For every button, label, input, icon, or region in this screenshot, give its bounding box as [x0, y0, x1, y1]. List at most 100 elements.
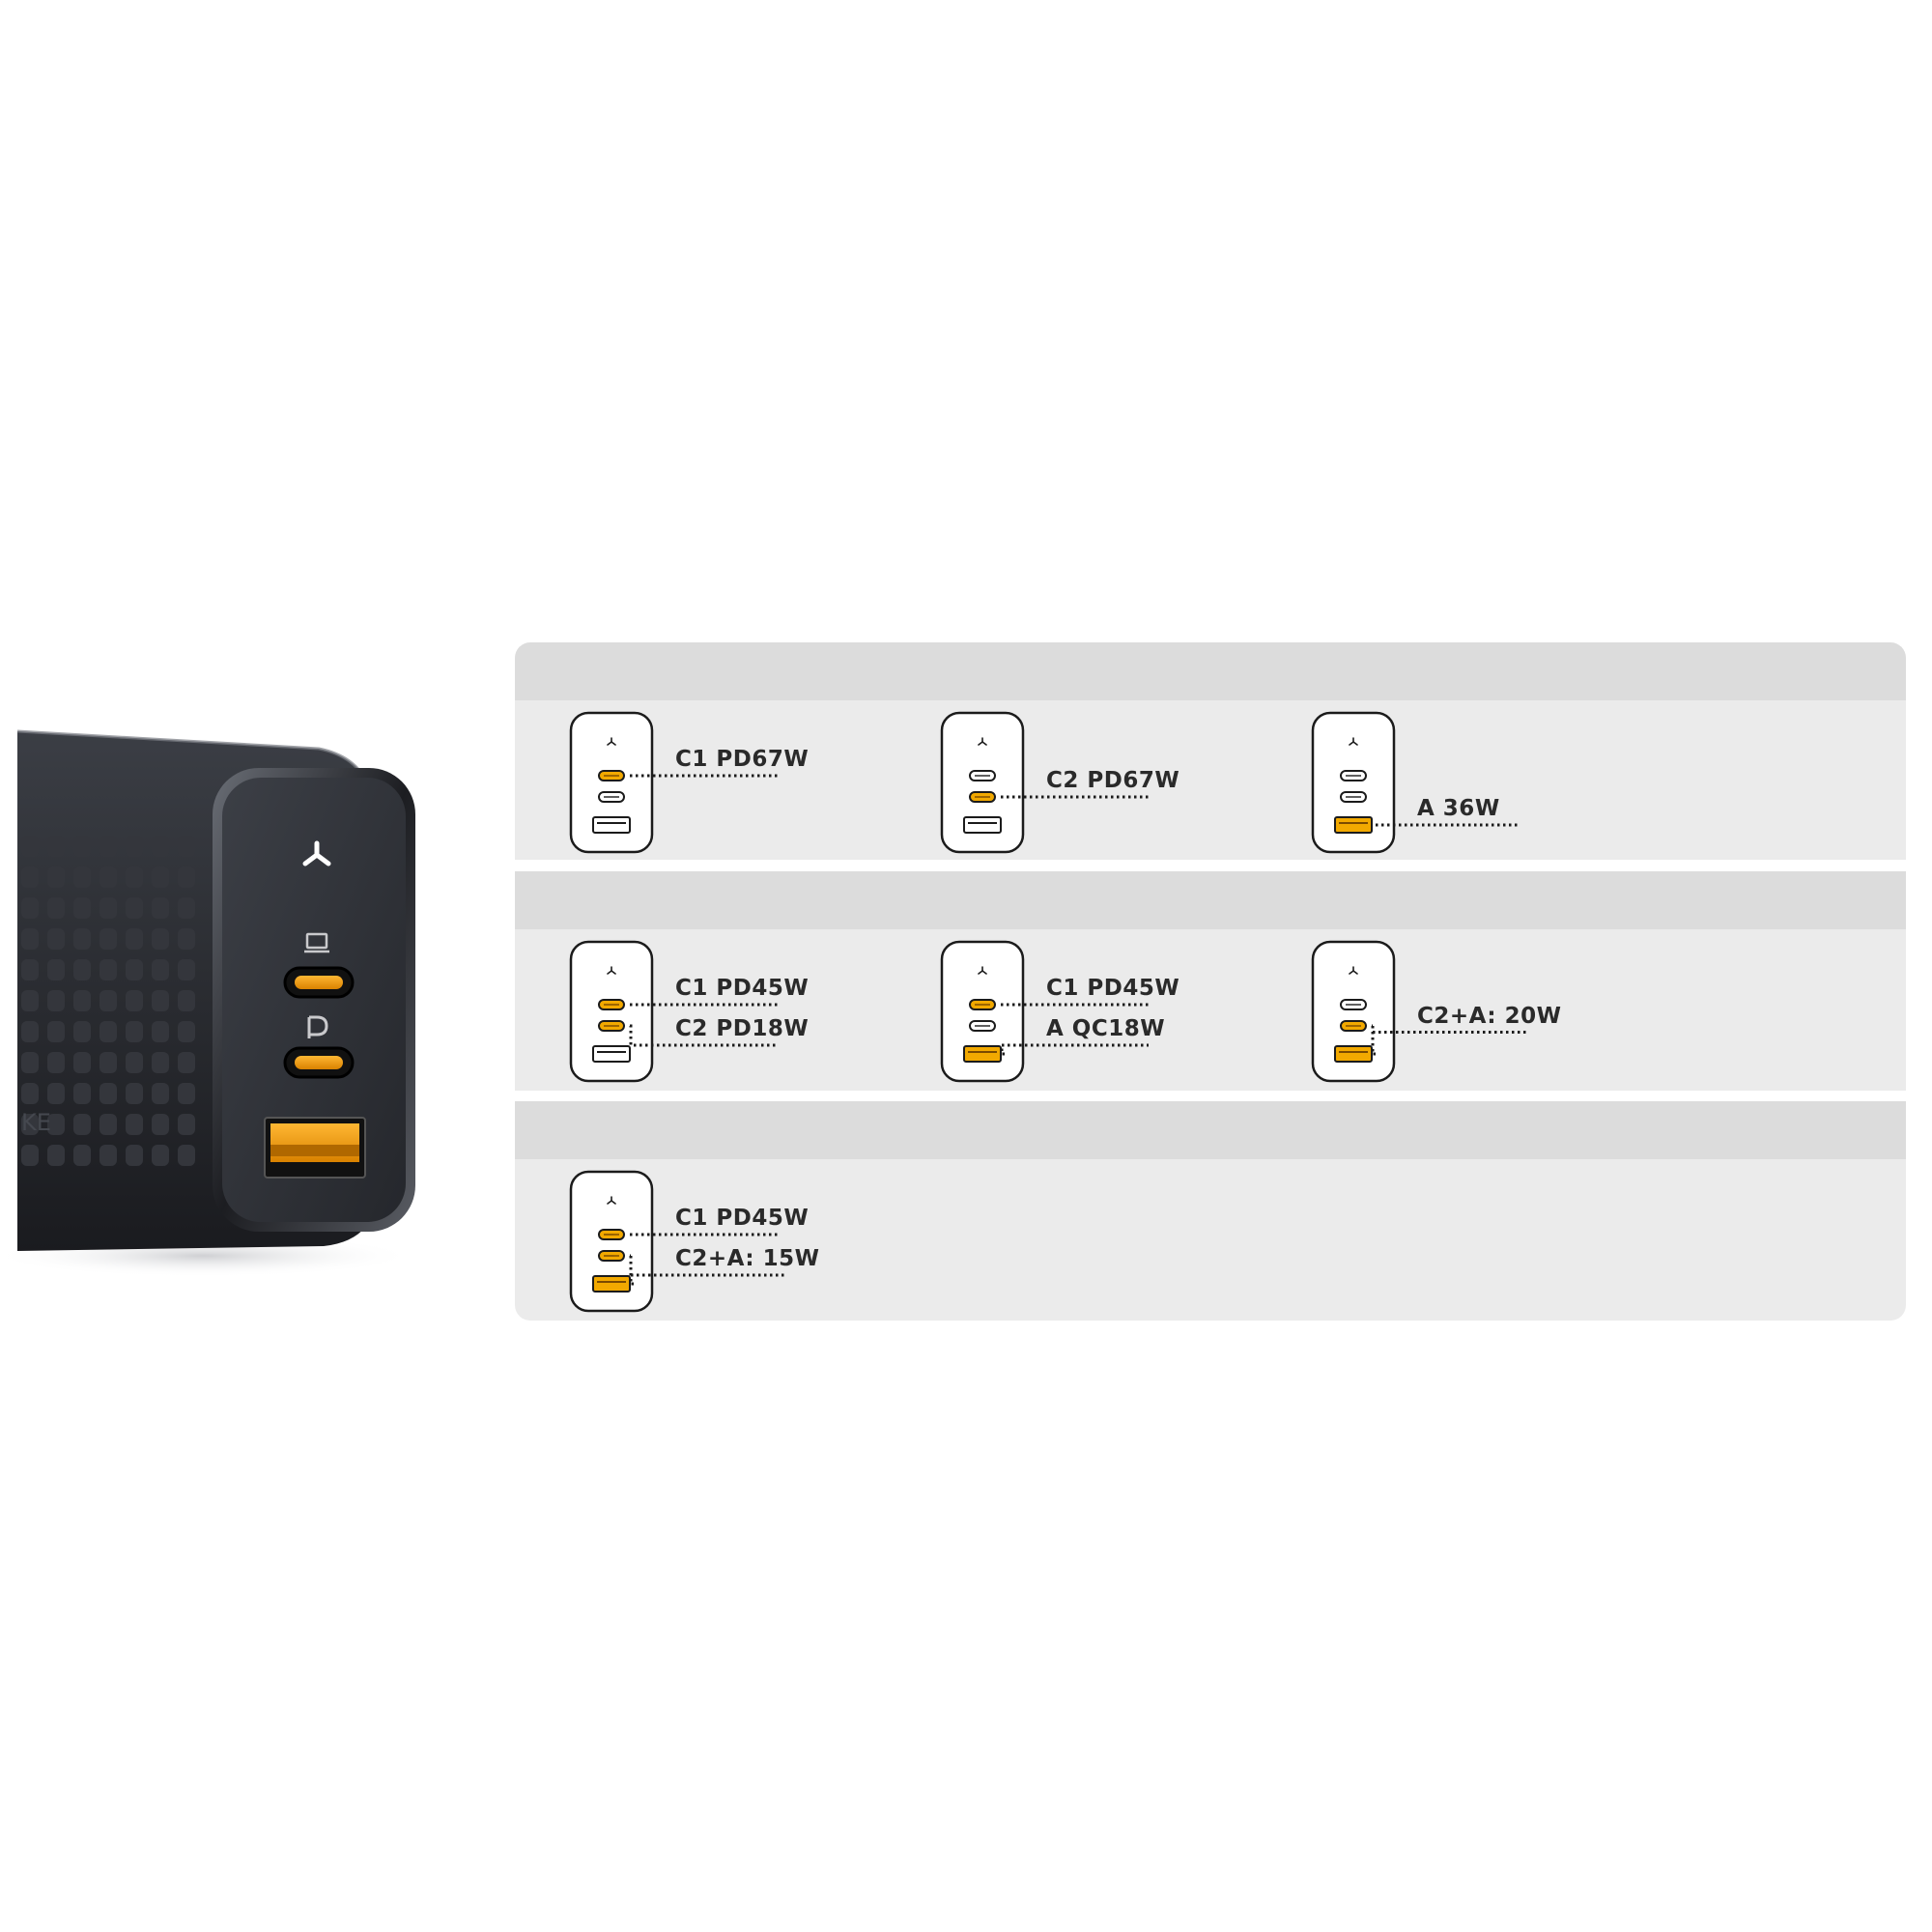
texture-dot	[73, 1083, 91, 1104]
brand-logo-icon	[978, 966, 987, 975]
texture-dot	[99, 1083, 117, 1104]
charger-outline	[569, 940, 654, 1083]
texture-dot	[73, 867, 91, 888]
table-group-header	[515, 642, 1906, 700]
texture-dot	[178, 867, 195, 888]
texture-dot	[21, 897, 39, 919]
charger-outline	[569, 711, 654, 854]
logo-stroke	[1352, 741, 1358, 746]
usb-a-port-icon	[1334, 1045, 1373, 1063]
texture-dot	[126, 1114, 143, 1135]
brand-logo-icon	[1349, 737, 1358, 746]
texture-dot	[99, 897, 117, 919]
texture-dot	[152, 990, 169, 1011]
usb-a-port-icon	[592, 816, 631, 834]
texture-dot	[21, 1083, 39, 1104]
logo-stroke	[607, 1200, 612, 1205]
brand-logo-icon	[607, 1196, 616, 1205]
usb-a-port-icon	[592, 1275, 631, 1293]
charger-diagram-icon	[940, 711, 1025, 854]
texture-dot	[126, 959, 143, 980]
connector-lines	[630, 774, 778, 778]
logo-stroke	[981, 970, 987, 975]
texture-dot	[126, 1083, 143, 1104]
texture-dot	[21, 1052, 39, 1073]
texture-dot	[21, 867, 39, 888]
connector-lines	[1376, 823, 1520, 827]
texture-dot	[178, 1083, 195, 1104]
side-wordmark: KE	[21, 1109, 51, 1136]
logo-stroke	[611, 970, 616, 975]
charger-diagram-icon	[569, 711, 654, 854]
texture-dot	[178, 1021, 195, 1042]
usb-a-port	[264, 1117, 366, 1179]
texture-dot	[73, 990, 91, 1011]
charger-diagram-icon	[1311, 940, 1396, 1083]
mode-label: A 36W	[1417, 796, 1500, 821]
logo-stroke	[1349, 970, 1354, 975]
texture-dot	[152, 1114, 169, 1135]
texture-dot	[21, 959, 39, 980]
laptop-icon	[304, 932, 329, 953]
mode-label: C1 PD45W	[675, 976, 810, 1001]
connector-lines	[1000, 1003, 1149, 1056]
texture-dot	[21, 990, 39, 1011]
logo-stroke	[607, 741, 612, 746]
texture-dot	[47, 836, 65, 857]
texture-dot	[47, 1145, 65, 1166]
charging-mode-cell: C2+A: 20W	[1257, 934, 1624, 1084]
texture-dot	[178, 836, 195, 857]
charger-outline	[1311, 940, 1396, 1083]
texture-dot	[99, 836, 117, 857]
texture-dot	[126, 1052, 143, 1073]
texture-dot	[99, 928, 117, 950]
texture-dot	[73, 1145, 91, 1166]
texture-dot	[73, 836, 91, 857]
texture-dot	[47, 1114, 65, 1135]
logo-stroke	[981, 741, 987, 746]
texture-dot	[178, 1145, 195, 1166]
texture-dot	[126, 990, 143, 1011]
texture-dot	[21, 928, 39, 950]
usb-a-port-icon	[963, 1045, 1002, 1063]
usb-a-port-icon	[963, 816, 1002, 834]
charger-texture	[21, 836, 195, 1166]
texture-dot	[47, 959, 65, 980]
charging-mode-cell: C2 PD67W	[886, 705, 1253, 855]
texture-dot	[126, 897, 143, 919]
charging-mode-cell: A 36W	[1257, 705, 1624, 855]
texture-dot	[178, 1114, 195, 1135]
texture-dot	[152, 897, 169, 919]
texture-dot	[126, 1145, 143, 1166]
usb-c-port-1	[283, 966, 355, 999]
texture-dot	[99, 990, 117, 1011]
texture-dot	[21, 1114, 39, 1135]
charger-diagram-icon	[1311, 711, 1396, 854]
texture-dot	[47, 928, 65, 950]
texture-dot	[73, 1114, 91, 1135]
charger-diagram-icon	[569, 940, 654, 1083]
connector-lines	[1371, 1024, 1527, 1056]
logo-stroke	[1349, 741, 1354, 746]
charger-outline	[940, 711, 1025, 854]
connector-line	[1000, 1043, 1149, 1056]
brand-logo-icon	[607, 737, 616, 746]
connector-lines	[629, 1003, 778, 1047]
texture-dot	[126, 928, 143, 950]
brand-logo-icon	[1349, 966, 1358, 975]
texture-dot	[73, 928, 91, 950]
mode-label: A QC18W	[1046, 1016, 1166, 1041]
texture-dot	[99, 867, 117, 888]
texture-dot	[21, 1145, 39, 1166]
usb-a-port-icon	[1334, 816, 1373, 834]
texture-dot	[152, 1145, 169, 1166]
texture-dot	[152, 928, 169, 950]
logo-stroke	[978, 741, 983, 746]
texture-dot	[152, 1052, 169, 1073]
texture-dot	[21, 1021, 39, 1042]
texture-dot	[178, 959, 195, 980]
